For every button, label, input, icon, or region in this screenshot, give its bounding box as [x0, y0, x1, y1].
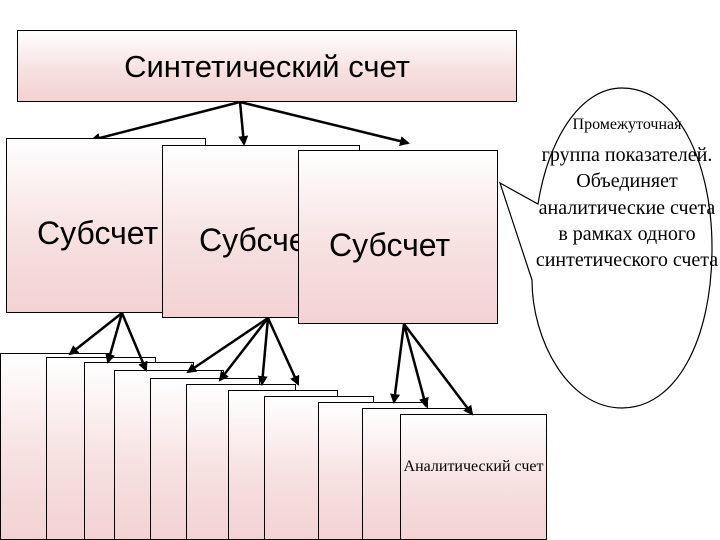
- subaccount-label-3: Субсчет: [329, 227, 451, 263]
- callout-bubble: [498, 87, 713, 409]
- arrow-sub3-to-card-1: [390, 323, 406, 404]
- arrow-sub2-to-card-1: [186, 316, 269, 374]
- arrow-sub1-to-card-1: [68, 312, 123, 356]
- arrow-sub2-to-card-2: [218, 317, 269, 382]
- callout-text: Промежуточная группа показателей. Объеди…: [532, 112, 720, 273]
- callout-line1: Промежуточная: [572, 116, 682, 133]
- subaccount-label-2: Субсче: [199, 222, 307, 258]
- synthetic-account-box: Синтетический счет: [17, 30, 517, 102]
- arrow-sub1-to-card-3: [120, 312, 148, 372]
- subaccount-label-1: Субсчет: [37, 215, 159, 251]
- synthetic-account-label: Синтетический счет: [124, 49, 410, 84]
- subaccount-box-3: Субсчет: [298, 150, 498, 324]
- arrow-syn-to-sub-1: [90, 100, 241, 143]
- arrow-sub1-to-card-2: [105, 312, 124, 364]
- arrow-syn-to-sub-3: [239, 100, 410, 146]
- arrow-sub3-to-card-3: [403, 323, 474, 416]
- analytic-account-label: Аналитический счет: [403, 458, 544, 475]
- arrow-sub2-to-card-3: [257, 317, 270, 386]
- callout-body: группа показателей. Объединяет аналитиче…: [535, 144, 719, 272]
- arrow-sub3-to-card-2: [402, 323, 429, 408]
- arrow-syn-to-sub-2: [238, 101, 249, 146]
- arrow-sub2-to-card-4: [266, 317, 300, 386]
